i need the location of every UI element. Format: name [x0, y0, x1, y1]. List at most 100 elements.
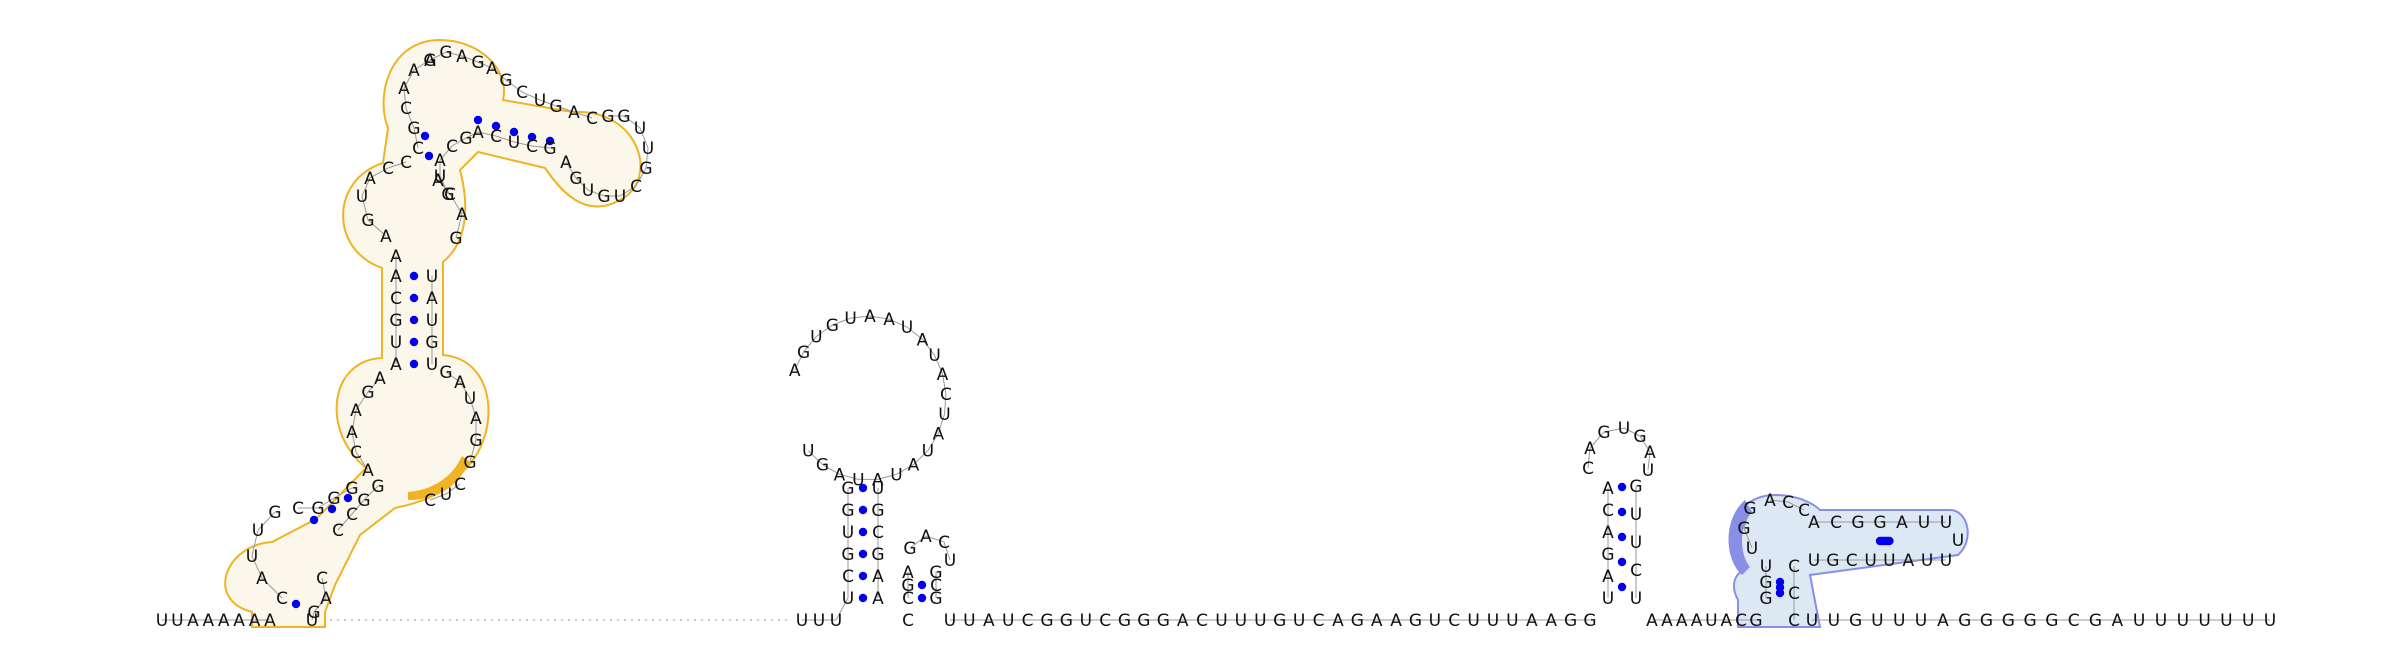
- nucleotide-halo: [614, 188, 626, 203]
- base-pair-dot-h4: [409, 271, 419, 281]
- nucleotide-halo: [398, 80, 410, 95]
- nucleotide-trailing-3prime: U: [2177, 611, 2189, 631]
- nucleotide-halo: [1644, 444, 1656, 459]
- nucleotide-helix6-left: C: [400, 99, 412, 119]
- nucleotide-helix3-left: A: [362, 461, 374, 481]
- nucleotide-blue-stem-left: G: [1759, 589, 1772, 609]
- nucleotide-halo: [1022, 612, 1034, 627]
- nucleotide-halo: [1874, 514, 1886, 529]
- nucleotide-halo: [1744, 500, 1756, 515]
- nucleotide-halo: [1582, 460, 1594, 475]
- nucleotide-halo: [1921, 552, 1933, 567]
- nucleotide-linker-2: G: [1040, 611, 1053, 631]
- nucleotide-halo: [1448, 612, 1460, 627]
- nucleotide-linker-3: A: [1676, 611, 1688, 631]
- nucleotide-halo: [2220, 612, 2232, 627]
- nucleotide-helix1-left: U: [246, 547, 258, 567]
- nucleotide-helix6-left: A: [408, 61, 420, 81]
- nucleotide-halo: [1959, 612, 1971, 627]
- helix1-left-backbone: [251, 511, 283, 599]
- top-loop-backbone: [429, 51, 593, 119]
- nucleotide-halo: [464, 454, 476, 469]
- nucleotide-halo: [1661, 612, 1673, 627]
- nucleotide-halo: [922, 443, 934, 458]
- nucleotide-trailing-3prime: G: [1980, 611, 1993, 631]
- nucleotide-halo: [830, 612, 842, 627]
- nucleotide-halo: [1630, 506, 1642, 521]
- nucleotide-halo: [1893, 612, 1905, 627]
- nucleotide-trailing-3prime: U: [1871, 611, 1883, 631]
- nucleotide-blue-stem-left: G: [1759, 573, 1772, 593]
- nucleotide-helix6-return: G: [543, 139, 556, 159]
- base-pair-dot-stem-c: [1617, 532, 1627, 542]
- nucleotide-blue-helix-bottom: C: [1846, 551, 1858, 571]
- nucleotide-halo: [602, 108, 614, 123]
- nucleotide-halo: [1634, 428, 1646, 443]
- nucleotide-loop-c: A: [1584, 439, 1596, 459]
- nucleotide-loop-a: A: [834, 465, 846, 485]
- nucleotide-halo: [1602, 546, 1614, 561]
- nucleotide-trailing-3prime: A: [2111, 611, 2123, 631]
- backbone-lines: [162, 51, 2270, 621]
- nucleotide-halo: [171, 612, 183, 627]
- nucleotide-trailing-3prime: G: [1849, 611, 1862, 631]
- nucleotide-linker-2: A: [1526, 611, 1538, 631]
- nucleotide-helix6-return: G: [459, 129, 472, 149]
- nucleotide-blue-stem-right: C: [1788, 557, 1800, 577]
- base-pair-dot-h4: [409, 315, 419, 325]
- base-pair-dot-h7: [527, 132, 537, 142]
- nucleotide-helix2-right: G: [357, 491, 370, 511]
- nucleotide-halo: [1808, 514, 1820, 529]
- nucleotide-halo: [1828, 612, 1840, 627]
- nucleotide-stem-c-left: U: [1602, 589, 1614, 609]
- nucleotide-halo: [276, 590, 288, 605]
- nucleotide-helix2-left: C: [292, 499, 304, 519]
- nucleotide-blue-helix-top: U: [1940, 513, 1952, 533]
- nucleotide-hairpin-right: G: [597, 187, 610, 207]
- nucleotide-halo: [444, 186, 456, 201]
- nucleotide-halo: [460, 130, 472, 145]
- nucleotide-halo: [426, 290, 438, 305]
- loop-a-backbone: [794, 315, 947, 480]
- nucleotide-linker-3: U: [1705, 611, 1717, 631]
- nucleotide-blue-helix-top: G: [1873, 513, 1886, 533]
- nucleotide-helix1-left: U: [252, 521, 264, 541]
- nucleotide-halo: [332, 522, 344, 537]
- nucleotide-helix3-right: A: [454, 373, 466, 393]
- base-pair-dot-h7: [509, 127, 519, 137]
- nucleotide-halo: [390, 290, 402, 305]
- base-pair-dot-h1: [291, 599, 301, 609]
- nucleotide-helix5-right: G: [449, 229, 462, 249]
- nucleotide-halo: [269, 504, 281, 519]
- nucleotide-halo: [424, 492, 436, 507]
- base-pair-dot-stem-a: [858, 505, 868, 515]
- nucleotide-blue-highlight: G: [1737, 519, 1750, 539]
- nucleotide-stem-c-left: A: [1602, 479, 1614, 499]
- nucleotide-halo: [1918, 514, 1930, 529]
- nucleotide-halo: [408, 120, 420, 135]
- nucleotide-loop-a: U: [901, 318, 913, 338]
- hairpin-right-backbone: [565, 115, 649, 197]
- nucleotide-stem-c-left: A: [1602, 523, 1614, 543]
- nucleotide-halo: [486, 60, 498, 75]
- nucleotide-halo: [1940, 514, 1952, 529]
- nucleotide-trailing-3prime: U: [2220, 611, 2232, 631]
- nucleotide-loop-a: U: [938, 405, 950, 425]
- nucleotide-labels: UUAAAAAACAUUGCGGGACAAGAAUGCAAAGUACCCGCAA…: [156, 43, 2276, 631]
- nucleotide-loop-c: G: [1597, 423, 1610, 443]
- nucleotide-helix6-return: C: [526, 137, 538, 157]
- nucleotide-loop-b: G: [903, 539, 916, 559]
- backbone-link: [835, 597, 849, 621]
- nucleotide-halo: [1642, 462, 1654, 477]
- base-pair-dot-stem-c: [1617, 582, 1627, 592]
- nucleotide-loop-a: U: [802, 442, 814, 462]
- nucleotide-helix6-left: A: [398, 79, 410, 99]
- nucleotide-halo: [306, 612, 318, 627]
- nucleotide-linker-2: G: [1137, 611, 1150, 631]
- nucleotide-halo: [426, 312, 438, 327]
- nucleotide-halo: [358, 492, 370, 507]
- base-pair-dot-h2: [327, 504, 337, 514]
- nucleotide-stem-b-left: C: [902, 589, 914, 609]
- nucleotide-helix5-left: A: [364, 169, 376, 189]
- nucleotide-halo: [346, 506, 358, 521]
